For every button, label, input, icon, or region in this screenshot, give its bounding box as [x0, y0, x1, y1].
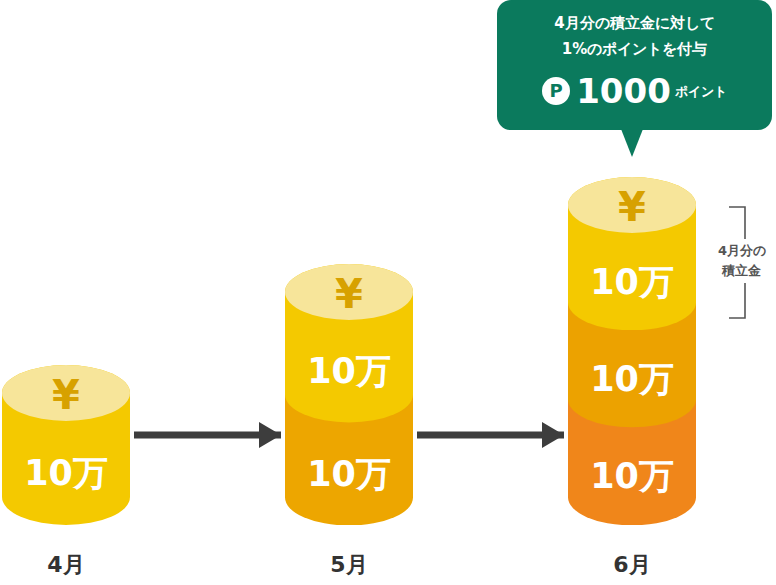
callout-box: [497, 0, 772, 130]
amount-text: 10万: [590, 459, 674, 494]
amount-text: 10万: [307, 456, 391, 491]
coin: ¥10万: [285, 264, 413, 423]
text-holder: ¥: [285, 274, 413, 314]
callout-pointer: [621, 129, 643, 157]
yen-symbol: ¥: [335, 274, 363, 314]
coin-face: [568, 177, 696, 233]
label-holder: 6月: [568, 554, 696, 576]
coin-body: [568, 274, 696, 427]
amount-text: 10万: [590, 264, 674, 299]
coin-stack: ¥10万10万10万6月: [568, 177, 696, 525]
yen-symbol: ¥: [618, 187, 646, 227]
flow-arrow: [134, 432, 281, 439]
coin: ¥10万: [568, 177, 696, 330]
coin-body: [568, 177, 696, 330]
callout-bubble: 4月分の積立金に対して 1%のポイントを付与 P1000 ポイント: [497, 0, 772, 130]
amount-text: 10万: [24, 456, 108, 491]
amount-text: 10万: [590, 361, 674, 396]
label-holder: 5月: [285, 554, 413, 576]
callout-content: 4月分の積立金に対して 1%のポイントを付与 P1000 ポイント: [497, 10, 772, 108]
coin-face: [2, 365, 130, 421]
flow-arrow: [417, 432, 564, 439]
text-holder: 10万: [285, 354, 413, 389]
coin-body: [2, 365, 130, 525]
text-holder: P1000 ポイント: [497, 74, 772, 108]
coin-stack: ¥10万10万5月: [285, 264, 413, 525]
text-holder: 10万: [568, 361, 696, 396]
text-holder: 10万: [568, 264, 696, 299]
text-holder: ¥: [2, 375, 130, 415]
month-label: 6月: [613, 554, 650, 576]
coin-body: [285, 264, 413, 423]
point-amount: 1000: [576, 74, 671, 108]
coin: ¥10万: [2, 365, 130, 525]
bracket-label: 4月分の 積立金: [716, 239, 768, 283]
text-holder: 10万: [2, 456, 130, 491]
text-holder: 10万: [568, 459, 696, 494]
text-holder: 4月分の積立金に対して 1%のポイントを付与: [497, 10, 772, 62]
label-holder: 4月: [2, 554, 130, 576]
amount-text: 10万: [307, 354, 391, 389]
yen-symbol: ¥: [52, 375, 80, 415]
point-mark: P: [542, 77, 570, 105]
coin-stack: ¥10万4月: [2, 365, 130, 525]
coin-face: [285, 264, 413, 320]
point-unit: ポイント: [675, 85, 727, 98]
callout-text: 4月分の積立金に対して 1%のポイントを付与: [545, 10, 725, 62]
month-label: 4月: [47, 554, 84, 576]
text-holder: 10万: [285, 456, 413, 491]
month-label: 5月: [330, 554, 367, 576]
text-holder: ¥: [568, 187, 696, 227]
label-holder: 4月分の 積立金: [716, 239, 768, 283]
coin-body: [285, 367, 413, 526]
coin-body: [568, 372, 696, 525]
